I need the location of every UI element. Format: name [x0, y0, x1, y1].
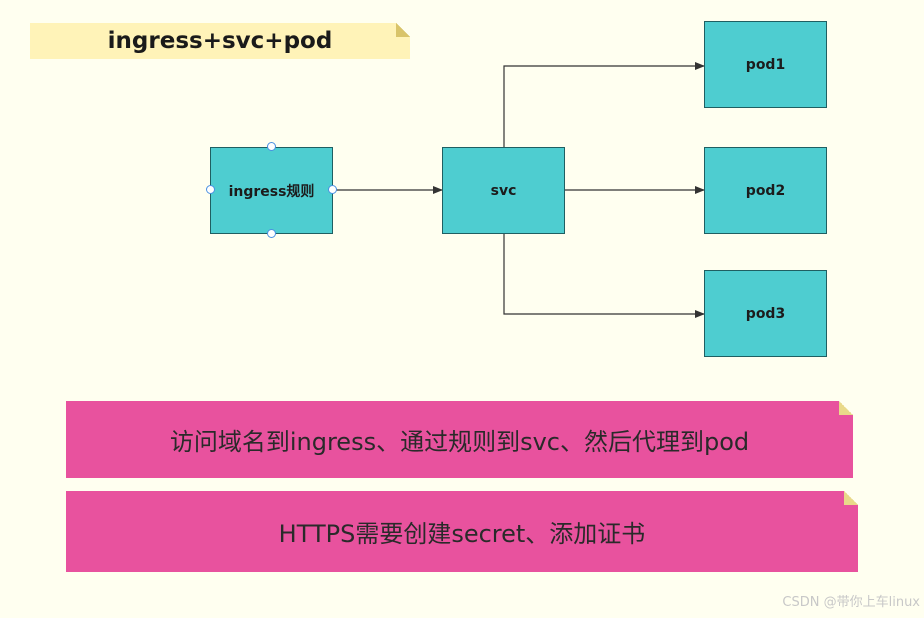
node-pod3[interactable]: pod3 [704, 270, 827, 357]
node-label-pod1: pod1 [745, 56, 786, 73]
selection-handle-right[interactable] [328, 185, 337, 194]
sticky-note-https[interactable]: HTTPS需要创建secret、添加证书 [66, 491, 858, 572]
connector-svc-to-pod3[interactable] [503, 234, 705, 318]
node-label-pod2: pod2 [745, 182, 786, 199]
sticky-note-flow[interactable]: 访问域名到ingress、通过规则到svc、然后代理到pod [66, 401, 853, 478]
node-pod2[interactable]: pod2 [704, 147, 827, 234]
selection-handle-left[interactable] [206, 185, 215, 194]
selection-handle-top[interactable] [267, 142, 276, 151]
folded-corner [396, 23, 410, 37]
watermark: CSDN @带你上车linux [782, 595, 920, 610]
folded-corner [839, 401, 853, 415]
node-label-svc: svc [490, 182, 517, 199]
folded-corner [844, 491, 858, 505]
node-pod1[interactable]: pod1 [704, 21, 827, 108]
node-label-ingress: ingress规则 [228, 183, 315, 200]
node-ingress-rule[interactable]: ingress规则 [210, 147, 333, 234]
note-text-https: HTTPS需要创建secret、添加证书 [278, 520, 646, 548]
title-sticky-note[interactable]: ingress+svc+pod [30, 23, 410, 59]
connector-svc-to-pod1[interactable] [503, 62, 705, 147]
diagram-title: ingress+svc+pod [107, 28, 333, 54]
note-text-flow: 访问域名到ingress、通过规则到svc、然后代理到pod [169, 428, 750, 456]
node-svc[interactable]: svc [442, 147, 565, 234]
node-label-pod3: pod3 [745, 305, 786, 322]
selection-handle-bottom[interactable] [267, 229, 276, 238]
